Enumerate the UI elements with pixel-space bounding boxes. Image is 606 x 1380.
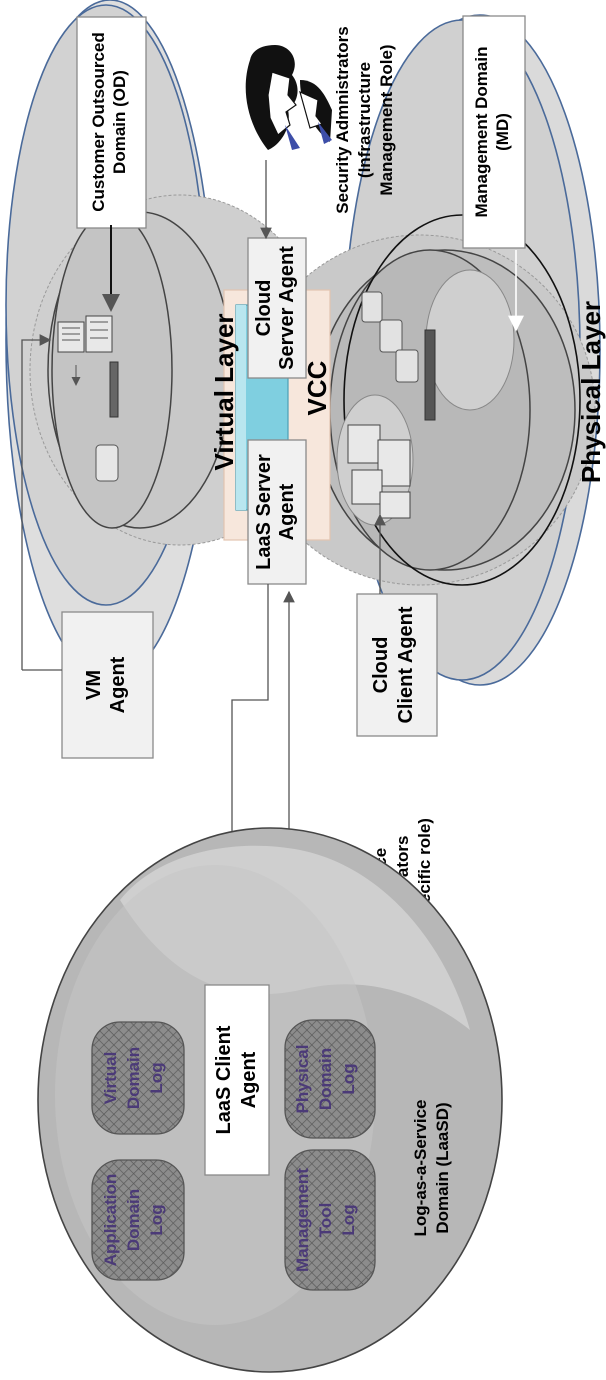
- vm-agent-label-line1: VM: [83, 670, 105, 700]
- physical-domain-log-line1: Physical: [293, 1045, 312, 1114]
- management-domain-box: Management Domain (MD): [462, 15, 526, 249]
- virtual-domain-log-line2: Domain: [124, 1047, 143, 1109]
- security-admins-label-line3: Management Role): [377, 44, 396, 195]
- physical-domain-log: Physical Domain Log: [284, 1019, 376, 1139]
- management-domain-label-line1: Management Domain: [472, 47, 491, 218]
- management-tool-log-line1: Management: [293, 1168, 312, 1272]
- laas-client-agent-label-line2: Agent: [238, 1051, 260, 1108]
- cloud-server-agent-label-line1: Cloud: [253, 280, 275, 337]
- virtual-domain-log-line1: Virtual: [101, 1052, 120, 1105]
- security-admins-label: Security Admnistrators (Infrastructure M…: [333, 26, 396, 213]
- application-domain-log: Application Domain Log: [91, 1159, 185, 1281]
- physical-server-icons: [336, 269, 515, 526]
- laas-client-agent-box: LaaS Client Agent: [204, 984, 270, 1176]
- laas-server-agent-label-line1: LaaS Server: [253, 454, 275, 570]
- virtual-domain-log: Virtual Domain Log: [91, 1021, 185, 1135]
- laas-server-agent-box: LaaS Server Agent: [247, 439, 307, 585]
- virtual-server-icons: [57, 315, 119, 482]
- cloud-server-agent-label-line2: Server Agent: [276, 246, 298, 370]
- virtual-layer-label: Virtual Layer: [209, 313, 239, 470]
- laas-client-agent-label-line1: LaaS Client: [213, 1025, 235, 1134]
- application-domain-log-line1: Application: [101, 1174, 120, 1267]
- laas-domain-label-line1: Log-as-a-Service: [411, 1100, 430, 1237]
- virtual-domain-log-line3: Log: [147, 1062, 166, 1093]
- cloud-client-agent-box: Cloud Client Agent: [356, 593, 438, 737]
- security-admins-figure: [245, 45, 332, 150]
- vm-agent-box: VM Agent: [61, 611, 154, 759]
- laas-domain-label-line2: Domain (LaaSD): [433, 1102, 452, 1233]
- management-tool-log-line2: Tool: [316, 1203, 335, 1238]
- physical-domain-log-line2: Domain: [316, 1048, 335, 1110]
- vm-agent-label-line2: Agent: [107, 656, 129, 713]
- cloud-server-agent-box: Cloud Server Agent: [247, 237, 307, 379]
- laas-domain-label: Log-as-a-Service Domain (LaaSD): [411, 1100, 452, 1237]
- vcc-label: VCC: [302, 360, 332, 415]
- application-domain-log-line2: Domain: [124, 1189, 143, 1251]
- customer-outsourced-domain-label-line1: Customer Outsourced: [89, 32, 108, 211]
- customer-outsourced-domain-box: Customer Outsourced Domain (OD): [76, 16, 147, 229]
- management-tool-log: Management Tool Log: [284, 1149, 376, 1291]
- vm-agent-connector: [21, 340, 50, 670]
- customer-outsourced-domain-label-line2: Domain (OD): [110, 70, 129, 174]
- management-tool-log-line3: Log: [339, 1204, 358, 1235]
- security-admins-label-line1: Security Admnistrators: [333, 26, 352, 213]
- security-admins-label-line2: (Infrastructure: [355, 62, 374, 178]
- application-domain-log-line3: Log: [147, 1204, 166, 1235]
- management-domain-label-line2: (MD): [493, 113, 512, 151]
- cloud-client-agent-label-line1: Cloud: [370, 637, 392, 694]
- cloud-client-agent-label-line2: Client Agent: [395, 606, 417, 723]
- physical-layer-label: Physical Layer: [576, 301, 606, 483]
- physical-domain-log-line3: Log: [339, 1063, 358, 1094]
- laas-server-agent-label-line2: Agent: [276, 483, 298, 540]
